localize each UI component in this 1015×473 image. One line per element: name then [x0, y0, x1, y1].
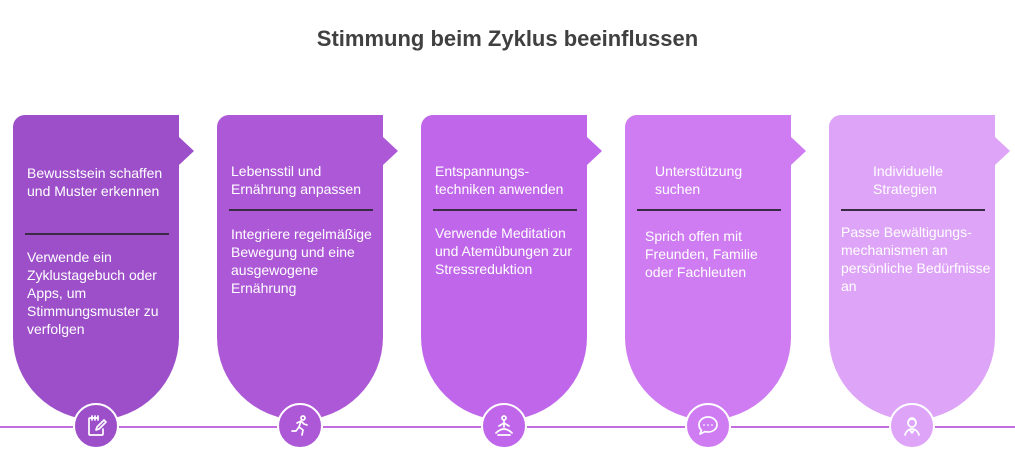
- running-person-icon: [277, 403, 323, 449]
- step-shape-5: [829, 115, 1010, 420]
- step-card-4: Unterstützung suchen Sprich offen mit Fr…: [625, 115, 810, 420]
- step-divider-2: [229, 209, 373, 211]
- step-body-1: Verwende ein Zyklustagebuch oder Apps, u…: [27, 249, 159, 337]
- step-card-1: Bewusstsein schaffen und Muster erkennen…: [13, 115, 198, 420]
- step-divider-1: [25, 233, 169, 235]
- notepad-pen-icon: [73, 403, 119, 449]
- step-divider-4: [637, 209, 781, 211]
- step-heading-5: Individuelle Strategien: [873, 163, 944, 197]
- step-body-4: Sprich offen mit Freunden, Familie oder …: [645, 228, 758, 280]
- step-divider-3: [433, 209, 577, 211]
- step-shape-2: [217, 115, 398, 420]
- step-body-5: Passe Bewältigungs-mechanismen an persön…: [841, 224, 991, 294]
- step-shape-4: [625, 115, 806, 420]
- step-body-3: Verwende Meditation und Atemübungen zur …: [435, 225, 572, 277]
- step-heading-4: Unterstützung suchen: [655, 163, 743, 197]
- step-card-2: Lebensstil und Ernährung anpassen Integr…: [217, 115, 402, 420]
- step-heading-1: Bewusstsein schaffen und Muster erkennen: [27, 165, 163, 199]
- step-heading-2: Lebensstil und Ernährung anpassen: [231, 163, 361, 197]
- step-shape-1: [13, 115, 194, 420]
- step-card-5: Individuelle Strategien Passe Bewältigun…: [829, 115, 1014, 420]
- step-card-3: Entspannungs-techniken anwenden Verwende…: [421, 115, 606, 420]
- step-body-2: Integriere regelmäßige Bewegung und eine…: [231, 226, 372, 296]
- meditation-icon: [481, 403, 527, 449]
- person-icon: [889, 403, 935, 449]
- page-title: Stimmung beim Zyklus beeinflussen: [316, 26, 699, 51]
- step-shape-3: [421, 115, 602, 420]
- step-divider-5: [841, 209, 985, 211]
- speech-bubble-icon: [685, 403, 731, 449]
- step-heading-3: Entspannungs-techniken anwenden: [435, 163, 564, 197]
